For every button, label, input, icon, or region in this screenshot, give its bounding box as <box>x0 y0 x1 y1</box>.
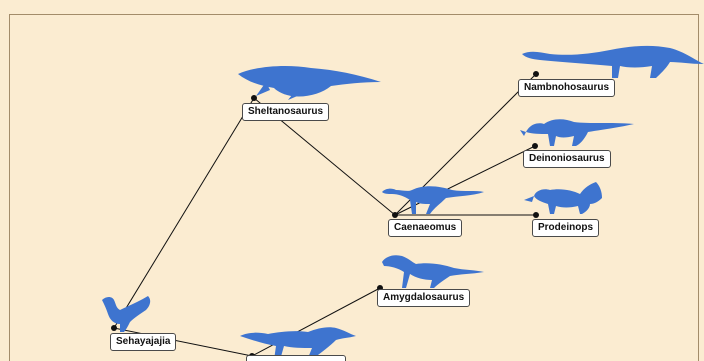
node-label-unlabeled[interactable] <box>246 355 346 361</box>
feathered-dinosaur-icon <box>100 294 154 334</box>
node-label-prodeinops[interactable]: Prodeinops <box>532 219 599 237</box>
node-dot <box>533 212 539 218</box>
node-label-caenaeomus[interactable]: Caenaeomus <box>388 219 462 237</box>
node-dot <box>251 95 257 101</box>
node-label-amygdalosaurus[interactable]: Amygdalosaurus <box>377 289 470 307</box>
marine-reptile-icon <box>236 60 386 100</box>
node-dot <box>392 212 398 218</box>
sauropod-icon <box>520 40 704 80</box>
node-dot <box>533 71 539 77</box>
node-label-sehayajajia[interactable]: Sehayajajia <box>110 333 176 351</box>
theropod-icon <box>380 252 486 290</box>
node-label-nambnohosaurus[interactable]: Nambnohosaurus <box>518 79 615 97</box>
node-dot <box>532 143 538 149</box>
small-theropod-icon <box>380 178 486 216</box>
node-label-deinoniosaurus[interactable]: Deinoniosaurus <box>523 150 611 168</box>
node-dot <box>111 325 117 331</box>
node-label-sheltanosaurus[interactable]: Sheltanosaurus <box>242 103 329 121</box>
ornithischian-icon <box>520 112 638 148</box>
